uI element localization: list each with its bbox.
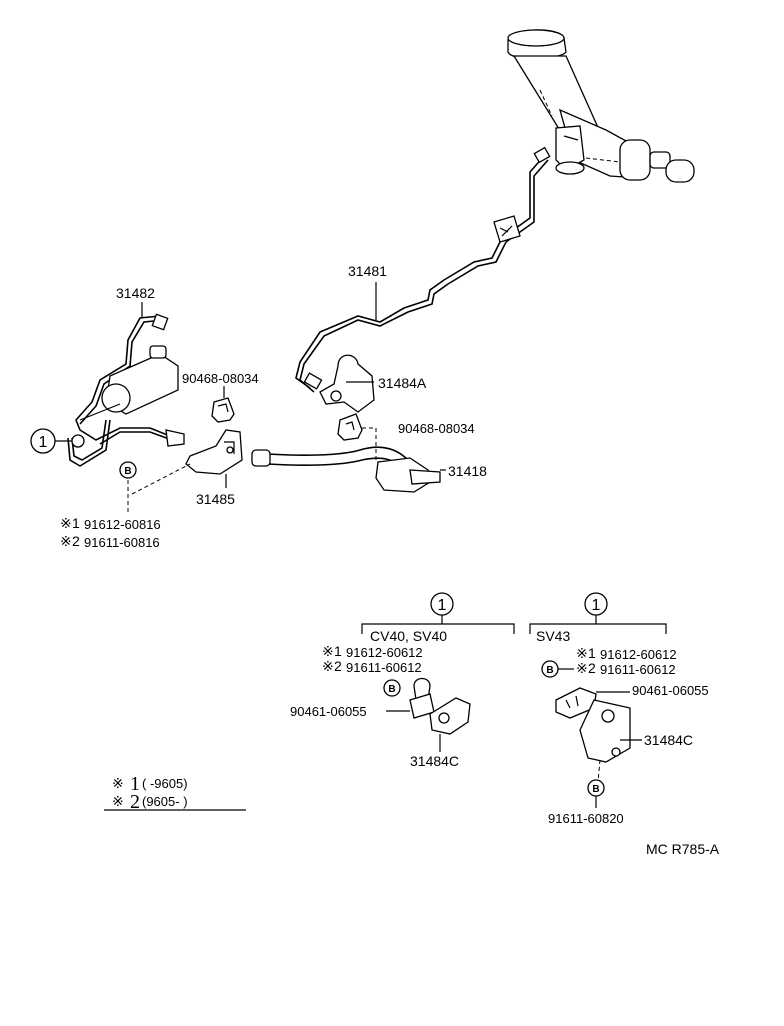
- flexible-hose: [251, 446, 441, 493]
- bolt-b-mark: B: [388, 684, 395, 695]
- cv-31484c: 31484C: [410, 753, 459, 769]
- legend-mark: ※: [112, 793, 124, 809]
- ref-num: 2: [588, 660, 596, 676]
- sv-31484c: 31484C: [644, 732, 693, 748]
- bracket-31484a: [319, 354, 375, 413]
- legend-num: 1: [130, 773, 140, 795]
- label-31418: 31418: [448, 463, 487, 479]
- legend-mark: ※: [112, 775, 124, 791]
- bracket-31485: [185, 429, 243, 475]
- circle-one-label: 1: [592, 597, 601, 614]
- clip-90468-left: [211, 397, 235, 423]
- bolt-b-left: B: [119, 461, 191, 512]
- label-31481: 31481: [348, 263, 387, 279]
- ref-mark: ※: [322, 643, 334, 659]
- clip-90468-right: [337, 413, 377, 462]
- label-bolt1: 91612-60816: [84, 517, 161, 532]
- circle-one-left: 1: [30, 428, 85, 454]
- ref-mark: ※: [60, 533, 72, 549]
- diagram-code: MC R785-A: [646, 841, 720, 857]
- legend-range-2: (9605- ): [142, 794, 188, 809]
- legend-range-1: ( -9605): [142, 776, 188, 791]
- cv-90461: 90461-06055: [290, 704, 367, 719]
- cv-bolt2: 91611-60612: [346, 660, 422, 675]
- clutch-tube: [295, 146, 551, 393]
- clutch-master-cylinder: [507, 29, 695, 183]
- label-90468-right: 90468-08034: [398, 421, 475, 436]
- ref-num: 1: [588, 645, 596, 661]
- label-31482: 31482: [116, 285, 155, 301]
- legend-num: 2: [130, 791, 140, 813]
- ref-mark: ※: [576, 645, 588, 661]
- sv-90461: 90461-06055: [632, 683, 709, 698]
- cv40-sv40-group: 1 CV40, SV40 ※ 1 91612-60612 ※ 2 91611-6…: [290, 592, 515, 769]
- cv-bolt1: 91612-60612: [346, 645, 423, 660]
- cv-header: CV40, SV40: [370, 628, 447, 644]
- release-cylinder-tube: [67, 313, 185, 467]
- bolt-list-left: ※ 1 91612-60816 ※ 2 91611-60816: [60, 515, 161, 550]
- label-bolt2: 91611-60816: [84, 535, 160, 550]
- bolt-b-mark: B: [124, 466, 131, 477]
- label-31485: 31485: [196, 491, 235, 507]
- label-31484a: 31484A: [378, 375, 427, 391]
- sv-bottom: 91611-60820: [548, 811, 624, 826]
- circle-one-label: 1: [438, 597, 447, 614]
- legend: ※ 1 ( -9605) ※ 2 (9605- ): [104, 773, 246, 813]
- ref-mark: ※: [60, 515, 72, 531]
- bolt-b-mark: B: [546, 665, 553, 676]
- circle-one-label: 1: [39, 434, 48, 451]
- sv-bolt2: 91611-60612: [600, 662, 676, 677]
- ref-mark: ※: [322, 658, 334, 674]
- bolt-b-mark: B: [592, 784, 599, 795]
- label-90468-left: 90468-08034: [182, 371, 259, 386]
- sv-bolt1: 91612-60612: [600, 647, 677, 662]
- sv-header: SV43: [536, 628, 570, 644]
- ref-num: 2: [72, 533, 80, 549]
- ref-num: 1: [72, 515, 80, 531]
- ref-num: 2: [334, 658, 342, 674]
- ref-mark: ※: [576, 660, 588, 676]
- sv43-group: 1 SV43 ※ 1 91612-60612 B ※ 2 91611-60612…: [529, 592, 709, 826]
- ref-num: 1: [334, 643, 342, 659]
